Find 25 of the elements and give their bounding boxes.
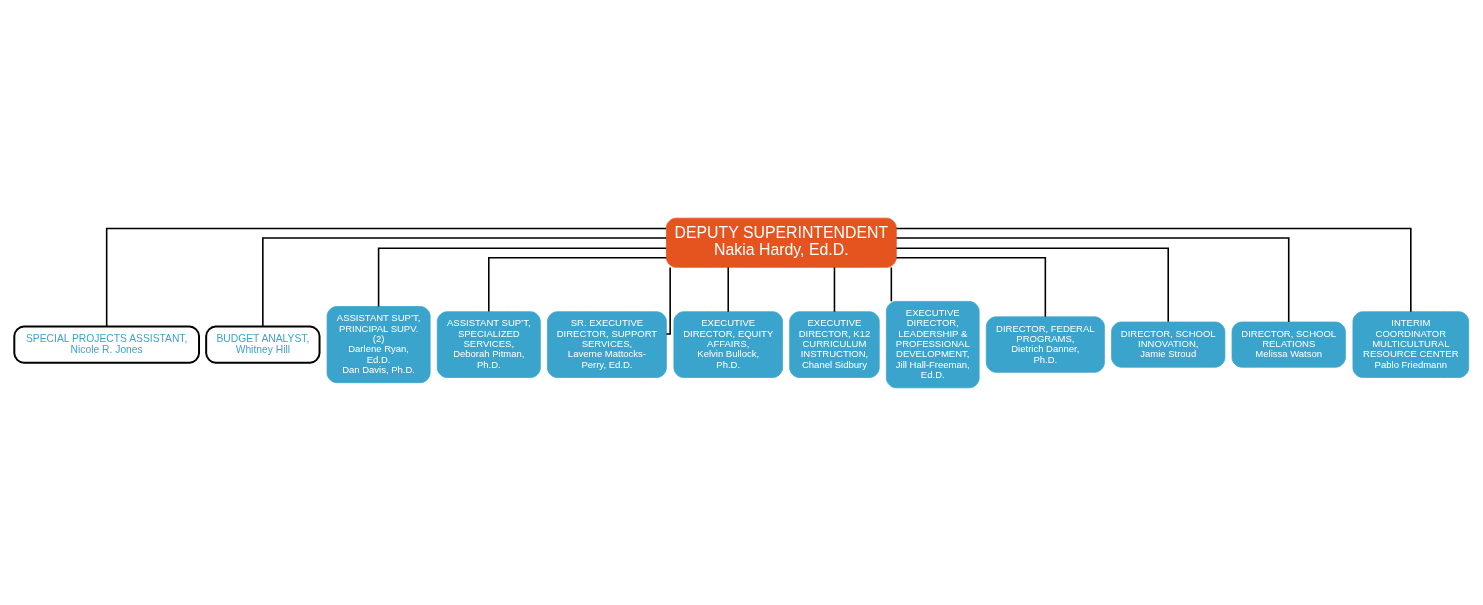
node-box: INTERIM COORDINATOR MULTICULTURAL RESOURCE CENTER Pablo Friedmann xyxy=(1352,310,1470,378)
connector xyxy=(890,266,893,302)
node-box: BUDGET ANALYST, Whitney Hill xyxy=(205,324,321,364)
node-box: DIRECTOR, SCHOOL INNOVATION, Jamie Stroud xyxy=(1111,321,1226,368)
node-box: DIRECTOR, SCHOOL RELATIONS Melissa Watson xyxy=(1231,321,1346,368)
connector xyxy=(727,266,729,312)
connector xyxy=(105,227,667,327)
node-box: DEPUTY SUPERINTENDENT Nakia Hardy, Ed.D. xyxy=(666,217,897,268)
connector xyxy=(895,227,1412,312)
connector xyxy=(377,247,667,307)
node-box: ASSISTANT SUP’T, SPECIALIZED SERVICES, Deborah Pitman, Ph.D. xyxy=(436,310,541,378)
node-box: SPECIAL PROJECTS ASSISTANT, Nicole R. Jones xyxy=(13,324,200,364)
connector xyxy=(895,236,1290,323)
node-box: EXECUTIVE DIRECTOR, EQUITY AFFAIRS, Kelvin Bullock, Ph.D. xyxy=(673,310,783,378)
connector xyxy=(262,236,668,327)
node-box: SR. EXECUTIVE DIRECTOR, SUPPORT SERVICES, Laverne Mattocks-Perry, Ed.D. xyxy=(547,310,667,378)
node-box: EXECUTIVE DIRECTOR, K12 CURRICULUM INSTRUCTION, Chanel Sidbury xyxy=(789,310,880,378)
node-box: ASSISTANT SUP’T, PRINCIPAL SUPV. (2) Darlene Ryan, Ed.D. Dan Davis, Ph.D. xyxy=(326,305,431,383)
node-box: EXECUTIVE DIRECTOR, LEADERSHIP & PROFESSIONAL DEVELOPMENT, Jill Hall-Freeman, Ed.D. xyxy=(886,300,980,388)
connector xyxy=(833,266,836,312)
node-box: DIRECTOR, FEDERAL PROGRAMS, Dietrich Danner, Ph.D. xyxy=(985,315,1105,373)
connector xyxy=(895,256,1047,317)
connector xyxy=(488,256,668,312)
connector xyxy=(895,247,1169,323)
connector xyxy=(665,266,671,335)
